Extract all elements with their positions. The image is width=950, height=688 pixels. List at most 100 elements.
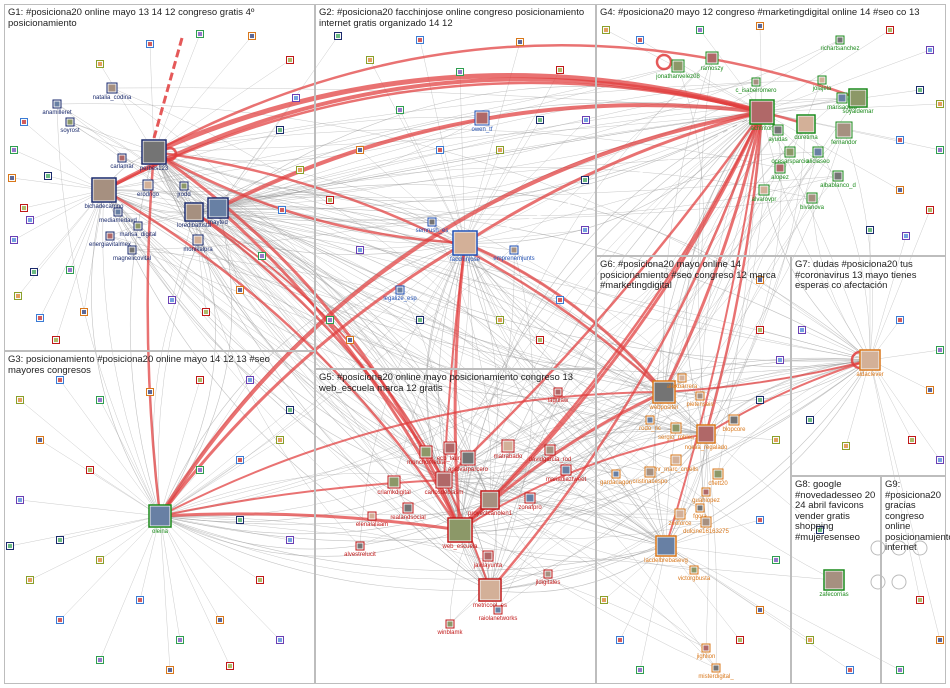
edge-red [463, 110, 764, 245]
edge-gray [153, 151, 681, 515]
peripheral-node-icon [898, 318, 902, 322]
peripheral-node-icon [928, 208, 932, 212]
node-avatar [776, 164, 784, 172]
peripheral-node-icon [218, 618, 222, 622]
group-title-g6: G6: #posiciona20 mayo online 14 posicion… [600, 259, 776, 291]
node-avatar [119, 155, 125, 161]
self-loop [655, 53, 673, 71]
node-label: erodrigo [137, 192, 160, 198]
node-avatar [834, 172, 842, 180]
edge-gray [153, 151, 567, 471]
peripheral-node-icon [278, 638, 282, 642]
group-box-g8 [791, 476, 881, 684]
edge-red [102, 188, 462, 532]
node-label: perbes123 [140, 166, 169, 172]
edge-gray [705, 359, 871, 435]
node-label: bivanova [800, 205, 825, 211]
edge-gray [459, 529, 667, 562]
edge-gray [438, 242, 491, 591]
edge-gray [449, 499, 491, 625]
node-label: bichadecampo [84, 204, 124, 210]
edge-gray [443, 479, 695, 571]
edge-red [158, 512, 462, 532]
node-avatar [672, 456, 680, 464]
edge-gray [59, 515, 161, 541]
node-avatar [115, 209, 121, 215]
node-avatar [691, 567, 697, 573]
edge-red [102, 81, 808, 192]
group-title-g9: G9: #posiciona20 gracias congreso online… [885, 479, 950, 553]
node-label: winblamk [436, 630, 463, 636]
node-label: alvarovpr [752, 197, 777, 203]
node-avatar [476, 112, 488, 124]
node-avatar [861, 351, 879, 369]
node-label: soyaldemar [842, 109, 873, 115]
edge-gray [489, 499, 667, 547]
node-avatar [798, 116, 814, 132]
edge-gray [193, 211, 701, 397]
edge-gray [662, 57, 713, 393]
edge-gray [217, 199, 331, 209]
node-label: carlosdeblasm [425, 490, 464, 496]
edge-gray [459, 111, 763, 531]
peripheral-node-icon [904, 234, 908, 238]
edge-gray [869, 359, 941, 461]
node-avatar [107, 233, 113, 239]
node-label: blopcore [722, 427, 746, 433]
edge-gray [489, 445, 509, 591]
edge-gray [869, 359, 913, 441]
node-label: zonafpro [518, 505, 542, 511]
peripheral-node-icon [8, 544, 12, 548]
group-box-g1 [4, 4, 315, 351]
node-avatar [135, 223, 141, 229]
edge-gray [157, 239, 199, 517]
node-label: mariadiaztweet [546, 477, 587, 483]
edge-gray [55, 189, 105, 341]
peripheral-node-icon [848, 668, 852, 672]
edge-gray [217, 207, 667, 547]
node-label: magnelicovital [113, 256, 151, 262]
group-box-g3 [4, 351, 315, 684]
edge-gray [217, 35, 339, 209]
node-label: c_isabelromero [735, 88, 777, 94]
edge-gray [665, 189, 765, 547]
node-avatar [837, 37, 843, 43]
edge-gray [705, 97, 859, 435]
edge-red [459, 433, 707, 531]
edge-gray [193, 211, 667, 547]
peripheral-node-icon [910, 438, 914, 442]
edge-gray [654, 111, 763, 547]
group-box-g2 [315, 4, 596, 369]
node-label: webpositer [648, 405, 678, 411]
node-label: alexbarrera [667, 384, 698, 390]
edge-gray [159, 515, 181, 641]
edge-gray [443, 477, 667, 547]
edge-red [152, 150, 666, 394]
peripheral-node-icon [398, 108, 402, 112]
node-avatar [526, 494, 534, 502]
edge-gray [99, 399, 161, 517]
node-avatar [143, 141, 165, 163]
node-avatar [186, 204, 202, 220]
node-label: jonathanvelez08 [655, 74, 700, 80]
edge-gray [699, 29, 763, 113]
edge-gray [399, 109, 466, 244]
edge-gray [217, 207, 241, 291]
node-avatar [437, 473, 451, 487]
edge-gray [159, 242, 466, 517]
peripheral-node-icon [148, 390, 152, 394]
node-avatar [703, 489, 709, 495]
edge-gray [489, 111, 763, 501]
edge-gray [33, 189, 105, 273]
node-label: realandsocial [390, 515, 425, 521]
edge-red [158, 110, 764, 518]
edge-gray [845, 359, 871, 447]
peripheral-node-icon [88, 468, 92, 472]
edge-gray [443, 479, 707, 523]
edge-gray [59, 515, 161, 621]
node-label: jolajela [812, 86, 832, 92]
edge-gray [464, 179, 586, 244]
edge-gray [56, 103, 871, 361]
peripheral-node-icon [58, 538, 62, 542]
edge-gray [464, 119, 541, 244]
